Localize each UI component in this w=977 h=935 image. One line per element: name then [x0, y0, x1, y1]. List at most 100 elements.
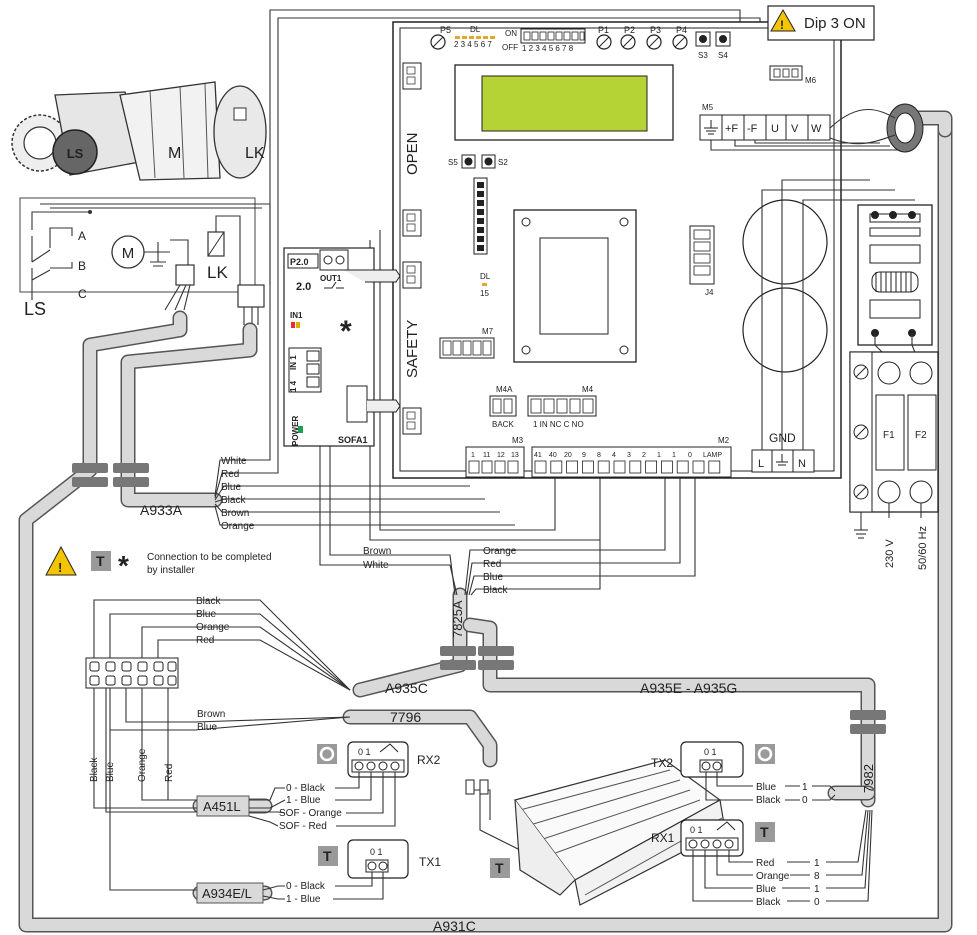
m5-terminal: +F: [725, 123, 738, 135]
vertical-wire-label: Orange: [137, 748, 148, 782]
t-badge-icon: [91, 551, 111, 571]
rx1-wire: Black: [756, 897, 781, 908]
dip-switch-bank[interactable]: [520, 28, 586, 44]
cable-a451l-label: A451L: [203, 799, 241, 814]
rx1-label: RX1: [651, 831, 675, 845]
m4a-label: M4A: [496, 385, 513, 394]
dl15-label: DL: [480, 272, 491, 281]
dip-on-label: ON: [505, 29, 517, 38]
m2-terminal-screw: [692, 460, 705, 474]
dip-numbers: 1 2 3 4 5 6 7 8: [522, 44, 574, 53]
a933a-wire-label: Red: [221, 469, 239, 480]
7825a-right-wire-label: Black: [483, 585, 508, 596]
dl-numbers: 2 3 4 5 6 7: [454, 40, 492, 49]
m5-terminal: -F: [747, 123, 758, 135]
m2-terminal-screw: [613, 460, 626, 474]
a933a-wire-label: Blue: [221, 482, 241, 493]
svg-text:T: T: [495, 860, 504, 876]
cable-7825a-label: 7825A: [450, 600, 465, 638]
fuse-block: F1 F2 230 V 50/60 Hz: [849, 351, 939, 570]
m2-terminal: 8: [597, 452, 601, 459]
svg-text:1 4: 1 4: [289, 380, 298, 392]
pin-strip: [473, 177, 488, 255]
tx2-num: 1: [802, 782, 808, 793]
m4-terminals: 1 IN NC C NO: [533, 420, 584, 429]
warning-icon: !: [58, 560, 62, 575]
interface-module: P2.0 2.0 OUT1 IN1 IN 1 1 4 POWER SOFA1: [283, 247, 401, 447]
a935c-wire-label: Red: [196, 635, 214, 646]
in1-label: IN1: [290, 311, 303, 320]
a933a-wire-label: Black: [221, 495, 246, 506]
l-label: L: [758, 458, 764, 470]
ls-c-label: C: [78, 287, 87, 301]
m3-terminal: 12: [497, 452, 505, 459]
p4-label: P4: [676, 25, 687, 35]
m-connector: [175, 264, 195, 286]
p2-label: P2: [624, 25, 635, 35]
power-terminal-block[interactable]: [751, 449, 815, 473]
tx2-terminals: 0 1: [704, 747, 717, 757]
sofa1-label: SOFA1: [338, 435, 368, 445]
svg-text:IN 1: IN 1: [289, 355, 298, 370]
7825a-right-wire-label: Orange: [483, 546, 517, 557]
m-small-label: M: [122, 245, 135, 262]
tx1-terminals: 0 1: [370, 847, 383, 857]
a935c-wire-label: Black: [196, 596, 221, 607]
svg-text:T: T: [96, 553, 105, 569]
rx1-wire: Red: [756, 858, 774, 869]
m2-terminal-screw: [534, 460, 547, 474]
note-line-1: Connection to be completed: [147, 552, 272, 563]
m4-label: M4: [582, 385, 594, 394]
m2-terminal-screw: [645, 460, 657, 474]
installer-note: ! T * Connection to be completed by inst…: [45, 545, 272, 581]
f1-label: F1: [883, 430, 895, 441]
cable-a934e-label: A934E/L: [202, 886, 252, 901]
m2-terminal: 9: [582, 452, 586, 459]
p2-value-label: 2.0: [296, 281, 311, 293]
tx2-wire: Blue: [756, 782, 776, 793]
m2-terminal: 1: [657, 452, 661, 459]
dip-note-text: Dip 3 ON: [804, 15, 866, 32]
m7-label: M7: [482, 327, 494, 336]
7825a-right-wire-label: Blue: [483, 572, 503, 583]
m2-terminal-screw: [566, 460, 578, 474]
tx1-label: TX1: [419, 855, 441, 869]
m2-terminal: 3: [627, 452, 631, 459]
m2-terminal: 20: [564, 452, 572, 459]
m2-terminal-screw: [629, 460, 642, 474]
m2-terminal-screw: [582, 460, 594, 474]
rx1-num: 8: [814, 871, 820, 882]
safety-label: SAFETY: [404, 320, 421, 378]
motor-lk-label: LK: [245, 145, 265, 162]
cable-7796-label: 7796: [390, 709, 421, 725]
cable-a935c-label: A935C: [385, 680, 428, 696]
tx2-label: TX2: [651, 756, 673, 770]
s3-label: S3: [698, 51, 708, 60]
cable-a935e-label: A935E - A935G: [640, 680, 737, 696]
m5-label: M5: [702, 103, 714, 112]
m2-terminal: 1: [672, 452, 676, 459]
7825a-left-wire-label: White: [363, 560, 389, 571]
m2-terminal-screw: [550, 460, 563, 474]
m3-terminal: 11: [483, 452, 490, 459]
m3-terminal: 1: [471, 452, 475, 459]
cable-a931c-label: A931C: [433, 918, 476, 934]
limit-switch-schematic: A B C LS M LK: [19, 197, 271, 325]
m2-terminal-screw: [597, 460, 610, 474]
cable-7982-label: 7982: [861, 764, 876, 793]
vertical-wire-label: Red: [164, 764, 175, 782]
frequency-label: 50/60 Hz: [917, 526, 929, 570]
voltage-label: 230 V: [884, 539, 896, 568]
rx1-num: 0: [814, 897, 820, 908]
tx1-wire: 1 - Blue: [286, 894, 321, 905]
terminal-strip: Black Blue Orange Red Brown Blue Black B…: [85, 596, 351, 891]
motor-m-label: M: [168, 145, 181, 162]
a935c-wire-label: Orange: [196, 622, 230, 633]
control-board: P5 DL 2 3 4 5 6 7 ON OFF 1 2 3 4 5 6 7 8: [392, 21, 915, 479]
lcd-display: [481, 75, 648, 132]
tx1-wire: 0 - Black: [286, 881, 326, 892]
ls-b-label: B: [78, 259, 86, 273]
m5-terminal: U: [771, 123, 779, 135]
svg-text:T: T: [323, 848, 332, 864]
tx2-module: TX2 0 1 Blue Black 1 0: [651, 741, 836, 806]
